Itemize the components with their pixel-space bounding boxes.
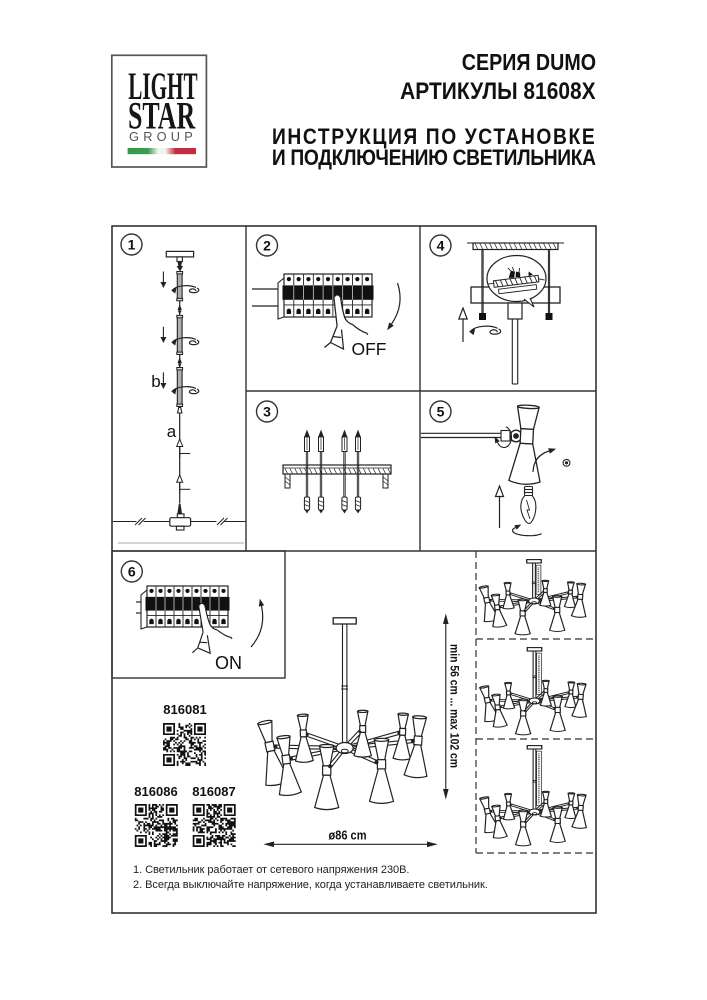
svg-text:b: b [151,372,160,391]
svg-text:4: 4 [437,238,445,254]
svg-text:LIGHT: LIGHT [128,65,197,108]
svg-text:6: 6 [128,564,136,580]
svg-text:ON: ON [215,653,242,673]
svg-text:816087: 816087 [192,784,235,799]
svg-text:816081: 816081 [163,702,206,717]
svg-text:2: 2 [263,238,271,254]
svg-text:5: 5 [437,404,445,420]
svg-text:3: 3 [263,404,271,420]
svg-text:ø86 cm: ø86 cm [329,828,367,843]
svg-text:STAR: STAR [128,95,196,138]
svg-text:a: a [167,422,177,441]
svg-text:GROUP: GROUP [129,129,197,144]
svg-text:1: 1 [128,237,136,253]
svg-text:816086: 816086 [134,784,177,799]
svg-text:OFF: OFF [352,339,387,359]
svg-text:min 56 cm ... max 102 cm: min 56 cm ... max 102 cm [448,644,462,768]
